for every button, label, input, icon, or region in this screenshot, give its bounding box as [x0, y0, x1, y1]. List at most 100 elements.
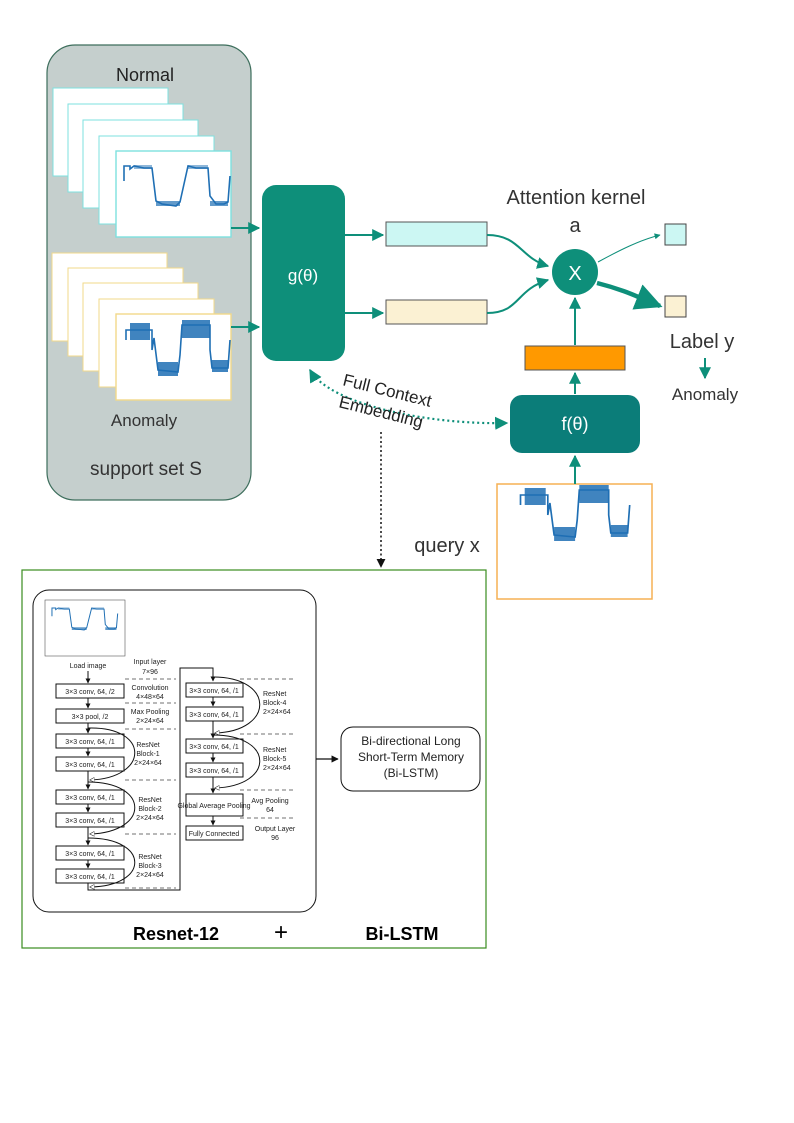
annotation: Max Pooling [131, 709, 170, 716]
annotation: ResNet [136, 742, 159, 749]
left-layer-column: 3×3 conv, 64, /2 3×3 pool, /2 3×3 conv, … [55, 667, 216, 891]
bilstm-text: (Bi-LSTM) [384, 766, 439, 780]
layer-box [55, 845, 125, 861]
layer-box [55, 733, 125, 749]
annotation: Block-4 [263, 700, 286, 707]
layer-label: 3×3 conv, 64, /1 [65, 762, 115, 769]
annotation: ResNet [263, 747, 286, 754]
annotation: 2×24×64 [136, 872, 164, 879]
resnet-panel [32, 589, 317, 913]
load-image-label: Load image [70, 663, 107, 670]
layer-box [185, 706, 244, 722]
anomaly-label: Anomaly [111, 411, 178, 430]
layer-label: 3×3 conv, 64, /2 [65, 689, 115, 696]
kernel-to-normal-output [597, 233, 661, 263]
layer-box [55, 789, 125, 805]
kernel-to-anomaly-output [596, 280, 663, 310]
layer-label: Fully Connected [189, 831, 240, 838]
bilstm-text: Short-Term Memory [358, 750, 464, 764]
layer-box [55, 708, 125, 724]
anomaly-sample-stack [51, 252, 232, 401]
query-embedding-bar [524, 345, 626, 371]
skip-connection [87, 781, 136, 834]
attention-kernel-symbol: a [569, 215, 581, 237]
anomaly-embedding-bar [385, 299, 488, 325]
g-theta-block [262, 185, 345, 361]
skip-connection [87, 727, 136, 780]
annotation: Avg Pooling [251, 798, 288, 805]
g-theta-label: g(θ) [288, 266, 318, 285]
annotation: 2×24×64 [136, 815, 164, 822]
layer-box [185, 793, 244, 817]
normal-sample-stack [52, 87, 232, 238]
annotation: 64 [266, 807, 274, 814]
caption-plus: + [274, 919, 288, 946]
layer-label: 3×3 conv, 64, /1 [189, 744, 239, 751]
layer-label: 3×3 conv, 64, /1 [65, 739, 115, 746]
annotation: ResNet [138, 797, 161, 804]
attention-kernel-op [552, 249, 598, 295]
f-theta-block [510, 395, 640, 453]
right-annotations: ResNet Block-4 2×24×64 ResNet Block-5 2×… [251, 691, 296, 842]
full-context-embedding-link [309, 368, 509, 430]
normal-label: Normal [116, 65, 174, 85]
annotation: 2×24×64 [136, 718, 164, 725]
query-sample-image [496, 483, 653, 600]
layer-label: 3×3 conv, 64, /1 [65, 795, 115, 802]
annotation: 2×24×64 [134, 760, 162, 767]
caption-bilstm: Bi-LSTM [366, 924, 439, 944]
layer-box [55, 812, 125, 828]
normal-to-kernel-curve [486, 234, 550, 269]
label-y-value: Anomaly [672, 385, 739, 404]
annotation: Block-2 [138, 806, 161, 813]
annotation: Input layer [134, 659, 167, 666]
anomaly-to-kernel-curve [486, 277, 550, 314]
query-label: query x [414, 535, 480, 557]
layer-box [185, 738, 244, 754]
layer-label: 3×3 conv, 64, /1 [65, 818, 115, 825]
layer-box [185, 825, 244, 841]
skip-connection [212, 734, 261, 788]
layer-label: 3×3 conv, 64, /1 [65, 874, 115, 881]
layer-box [55, 756, 125, 772]
annotation: Convolution [132, 685, 169, 692]
output-normal-box [664, 223, 687, 246]
attention-kernel-label: Attention kernel [507, 187, 646, 209]
layer-label: 3×3 conv, 64, /1 [189, 688, 239, 695]
layer-label: 3×3 conv, 64, /1 [189, 768, 239, 775]
annotation: 4×48×64 [136, 694, 164, 701]
layer-separators [125, 678, 296, 889]
annotation: Block-3 [138, 863, 161, 870]
annotation: 2×24×64 [263, 765, 291, 772]
caption-resnet: Resnet-12 [133, 924, 219, 944]
annotation: Output Layer [255, 826, 296, 833]
layer-box [55, 868, 125, 884]
skip-connection [212, 676, 261, 733]
label-y-text: Label y [670, 331, 735, 353]
layer-label: Global Average Pooling [177, 803, 250, 810]
bilstm-text: Bi-directional Long [361, 734, 460, 748]
right-layer-column: 3×3 conv, 64, /1 3×3 conv, 64, /1 3×3 co… [177, 676, 261, 841]
annotation: 2×24×64 [263, 709, 291, 716]
normal-embedding-bar [385, 221, 488, 247]
output-anomaly-box [664, 295, 687, 318]
layer-label: 3×3 pool, /2 [72, 714, 109, 721]
layer-label: 3×3 conv, 64, /1 [189, 712, 239, 719]
annotation: ResNet [138, 854, 161, 861]
bilstm-box [340, 726, 481, 792]
f-theta-label: f(θ) [562, 414, 589, 434]
annotation: 96 [271, 835, 279, 842]
skip-connection [87, 837, 136, 887]
attention-kernel-op-label: X [568, 263, 581, 285]
normal-sample-image [115, 150, 232, 238]
annotation: Block-5 [263, 756, 286, 763]
layer-box [185, 762, 244, 778]
annotation: Block-1 [136, 751, 159, 758]
layer-label: 3×3 conv, 64, /1 [65, 851, 115, 858]
support-set-label: support set S [90, 459, 202, 480]
layer-box [55, 683, 125, 699]
layer-box [185, 682, 244, 698]
annotation: 7×96 [142, 669, 158, 676]
left-annotations: Input layer 7×96 Convolution 4×48×64 Max… [131, 659, 170, 879]
